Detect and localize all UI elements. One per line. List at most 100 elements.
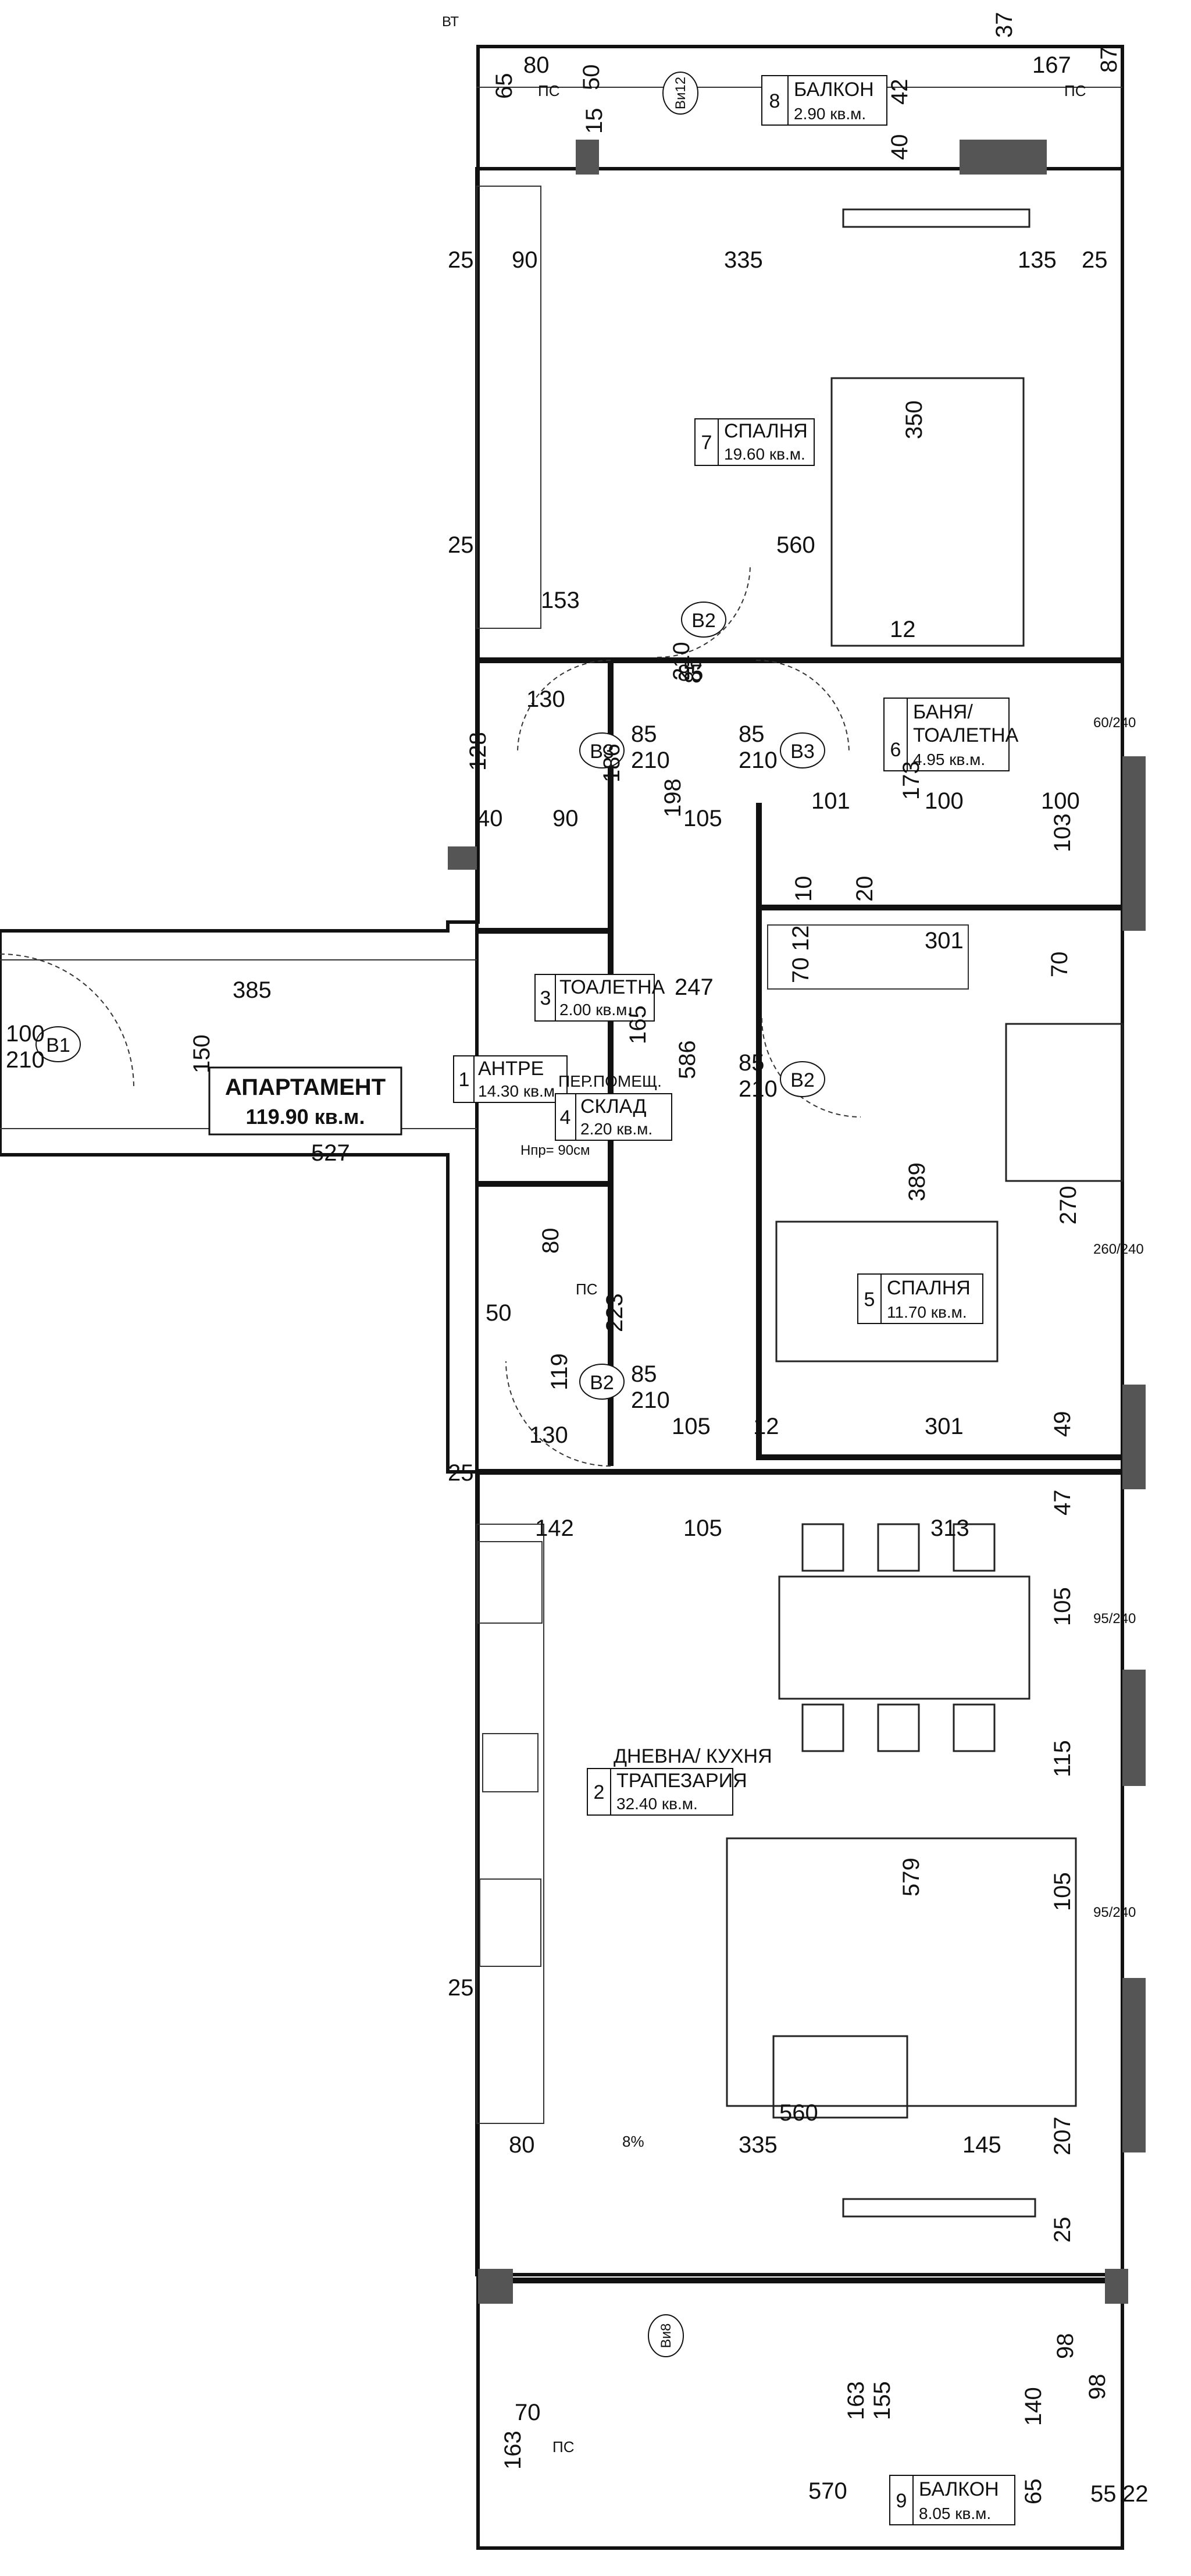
svg-text:32.40 кв.м.: 32.40 кв.м. xyxy=(616,1795,698,1813)
outer-walls xyxy=(0,45,1124,2550)
bed-bedroom-5 xyxy=(775,1221,999,1362)
svg-text:80: 80 xyxy=(509,2132,535,2158)
svg-text:87: 87 xyxy=(1096,47,1122,73)
svg-text:560: 560 xyxy=(776,532,815,558)
main-wall-rect xyxy=(475,167,1124,2276)
desk-bed5 xyxy=(1005,1023,1124,1182)
svg-text:50: 50 xyxy=(486,1300,512,1326)
room-label-1: 1 АНТРЕ 14.30 кв.м. xyxy=(453,1055,568,1103)
svg-text:12: 12 xyxy=(788,926,814,952)
svg-text:98: 98 xyxy=(1053,2333,1078,2360)
svg-text:Нпр= 90см: Нпр= 90см xyxy=(520,1143,590,1158)
svg-text:389: 389 xyxy=(904,1162,930,1201)
svg-text:115: 115 xyxy=(1050,1740,1075,1777)
svg-text:95/240: 95/240 xyxy=(1093,1611,1136,1627)
kitchen-counter xyxy=(476,1524,544,2124)
svg-text:350: 350 xyxy=(901,400,927,439)
svg-text:142: 142 xyxy=(535,1515,574,1541)
svg-text:37: 37 xyxy=(992,12,1017,38)
svg-text:210: 210 xyxy=(669,642,694,681)
svg-text:ТРАПЕЗАРИЯ: ТРАПЕЗАРИЯ xyxy=(616,1770,747,1792)
svg-text:85: 85 xyxy=(739,1050,765,1076)
kitchen-fridge xyxy=(479,1878,541,1967)
svg-text:145: 145 xyxy=(962,2132,1001,2158)
svg-text:ПС: ПС xyxy=(576,1280,597,1298)
kitchen-stove xyxy=(477,1541,543,1624)
svg-text:4: 4 xyxy=(560,1106,571,1129)
svg-text:B1: B1 xyxy=(46,1034,70,1056)
svg-text:95/240: 95/240 xyxy=(1093,1905,1136,1920)
room-label-2: ДНЕВНА/ КУХНЯ 2 ТРАПЕЗАРИЯ 32.40 кв.м. xyxy=(587,1745,772,1816)
svg-text:ДНЕВНА/ КУХНЯ: ДНЕВНА/ КУХНЯ xyxy=(614,1745,772,1767)
svg-text:СПАЛНЯ: СПАЛНЯ xyxy=(724,420,808,442)
svg-text:385: 385 xyxy=(233,977,272,1003)
svg-text:2.00 кв.м.: 2.00 кв.м. xyxy=(559,1001,632,1019)
svg-text:В2: В2 xyxy=(590,1372,614,1394)
svg-text:560: 560 xyxy=(779,2100,818,2126)
svg-text:1: 1 xyxy=(459,1069,470,1091)
interior-walls xyxy=(477,657,1122,2283)
svg-text:163: 163 xyxy=(843,2381,869,2420)
svg-text:8.05 кв.м.: 8.05 кв.м. xyxy=(919,2504,991,2522)
svg-text:105: 105 xyxy=(1050,1872,1075,1911)
svg-text:70: 70 xyxy=(788,958,814,984)
wardrobe-bed7 xyxy=(476,186,541,629)
svg-text:70: 70 xyxy=(515,2400,541,2425)
door-tag-B2-bed7: В2 85 210 xyxy=(669,602,726,686)
svg-text:22: 22 xyxy=(1122,2481,1149,2507)
svg-text:25: 25 xyxy=(448,1975,474,2001)
svg-text:11.70 кв.м.: 11.70 кв.м. xyxy=(887,1303,967,1321)
svg-text:19.60 кв.м.: 19.60 кв.м. xyxy=(724,445,805,463)
svg-text:ПС: ПС xyxy=(538,82,559,99)
svg-text:60/240: 60/240 xyxy=(1093,715,1136,731)
svg-text:98: 98 xyxy=(1085,2374,1110,2400)
svg-text:105: 105 xyxy=(1050,1587,1075,1626)
window-tag-top: Ви12 xyxy=(662,72,698,115)
hatched-columns xyxy=(448,140,1146,2304)
window-tags: Ви12 Ви8 xyxy=(648,72,698,2357)
svg-text:25: 25 xyxy=(1050,2217,1075,2243)
svg-text:270: 270 xyxy=(1056,1186,1081,1225)
svg-text:40: 40 xyxy=(887,134,912,161)
svg-text:40: 40 xyxy=(477,806,503,831)
dining-table xyxy=(778,1575,1030,1700)
svg-text:260/240: 260/240 xyxy=(1093,1241,1144,1257)
svg-text:2.90 кв.м.: 2.90 кв.м. xyxy=(794,105,866,123)
room-labels: 7 СПАЛНЯ 19.60 кв.м. 8 БАЛКОН 2.90 кв.м.… xyxy=(453,75,1019,2525)
svg-text:207: 207 xyxy=(1050,2116,1075,2155)
svg-text:135: 135 xyxy=(1018,247,1057,273)
svg-text:АНТРЕ: АНТРЕ xyxy=(478,1058,544,1080)
svg-text:12: 12 xyxy=(890,617,916,642)
door-tag-B2-bed5: В2 85 210 xyxy=(739,1050,825,1102)
apartment-area: 119.90 кв.м. xyxy=(246,1105,365,1129)
svg-text:В3: В3 xyxy=(590,741,614,763)
svg-text:335: 335 xyxy=(739,2132,778,2158)
svg-text:4.95 кв.м.: 4.95 кв.м. xyxy=(913,750,985,768)
svg-text:80: 80 xyxy=(523,52,550,78)
svg-text:105: 105 xyxy=(672,1414,711,1439)
kitchen-sink xyxy=(482,1733,539,1792)
svg-text:25: 25 xyxy=(448,247,474,273)
svg-text:25: 25 xyxy=(1082,247,1108,273)
svg-text:9: 9 xyxy=(896,2490,907,2512)
svg-text:ПС: ПС xyxy=(552,2438,574,2456)
svg-text:47: 47 xyxy=(1050,1490,1075,1516)
svg-text:15: 15 xyxy=(582,108,607,134)
svg-text:В3: В3 xyxy=(790,741,815,763)
apartment-title: АПАРТАМЕНТ xyxy=(225,1074,386,1100)
svg-text:130: 130 xyxy=(526,686,565,712)
svg-text:СКЛАД: СКЛАД xyxy=(580,1095,647,1118)
svg-text:150: 150 xyxy=(189,1034,215,1073)
svg-text:70: 70 xyxy=(1047,952,1072,978)
svg-text:12: 12 xyxy=(753,1414,779,1439)
svg-text:335: 335 xyxy=(724,247,763,273)
svg-text:8%: 8% xyxy=(622,2133,644,2150)
svg-text:В2: В2 xyxy=(691,610,716,632)
svg-text:301: 301 xyxy=(925,1414,964,1439)
svg-text:223: 223 xyxy=(602,1293,627,1332)
svg-text:100: 100 xyxy=(925,788,964,814)
svg-text:3: 3 xyxy=(540,987,551,1009)
room-label-4: ПЕР.ПОМЕЩ. 4 СКЛАД 2.20 кв.м. xyxy=(555,1072,672,1141)
bed-bedroom-7 xyxy=(830,377,1025,647)
